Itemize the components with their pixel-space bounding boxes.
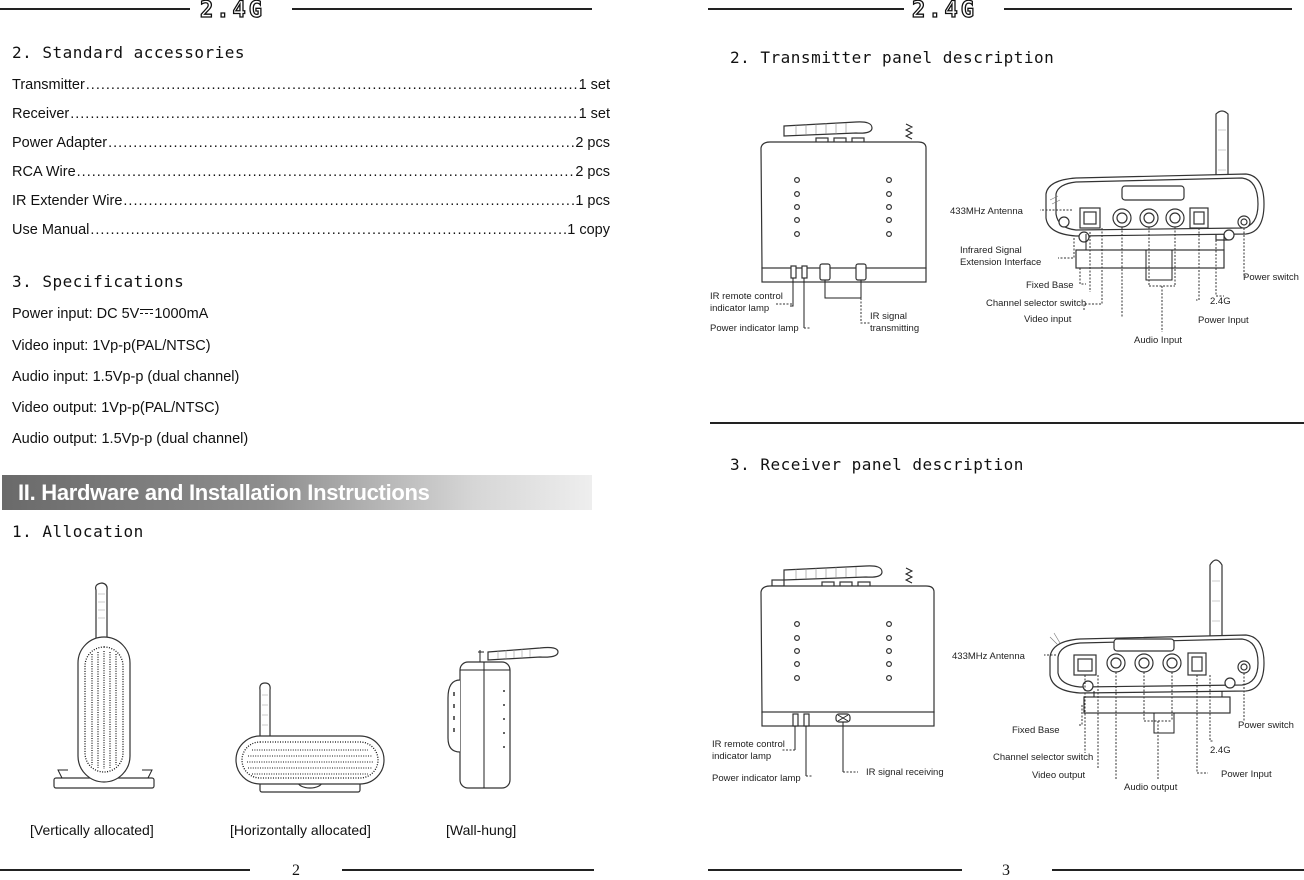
dc-symbol: [140, 309, 154, 319]
spec-line: Audio input: 1.5Vp-p (dual channel): [12, 369, 240, 385]
footer-rule: [0, 869, 250, 871]
svg-text:Power switch: Power switch: [1238, 720, 1294, 731]
caption-horizontal: [Horizontally allocated]: [230, 822, 371, 838]
receiver-front-diagram: [760, 565, 935, 777]
accessory-row: Use Manual..............................…: [12, 222, 610, 238]
svg-text:2.4G: 2.4G: [1210, 745, 1231, 756]
accessory-row: Receiver................................…: [12, 106, 610, 122]
svg-text:Infrared Signal: Infrared Signal: [960, 245, 1022, 256]
accessory-row: Power Adapter...........................…: [12, 135, 610, 151]
svg-text:Video input: Video input: [1024, 314, 1072, 325]
svg-text:Fixed Base: Fixed Base: [1012, 725, 1060, 736]
allocation-heading: 1. Allocation: [12, 522, 144, 541]
accessory-row: IR Extender Wire........................…: [12, 193, 610, 209]
svg-text:433MHz Antenna: 433MHz Antenna: [950, 206, 1024, 217]
svg-text:IR signal receiving: IR signal receiving: [866, 767, 944, 778]
caption-vertical: [Vertically allocated]: [30, 822, 154, 838]
wall-hung-device-illustration: [447, 646, 559, 789]
spec-line: Video input: 1Vp-p(PAL/NTSC): [12, 338, 211, 354]
svg-text:433MHz Antenna: 433MHz Antenna: [952, 651, 1026, 662]
transmitter-front-labels: IR remote control indicator lamp Power i…: [710, 291, 919, 334]
transmitter-heading: 2. Transmitter panel description: [730, 48, 1055, 67]
svg-text:transmitting: transmitting: [870, 323, 919, 334]
svg-text:IR remote control: IR remote control: [710, 291, 783, 302]
receiver-front-labels: IR remote control indicator lamp Power i…: [712, 739, 944, 784]
header-rule: [1004, 8, 1292, 10]
svg-text:Power Input: Power Input: [1221, 769, 1272, 780]
svg-text:Power switch: Power switch: [1243, 272, 1299, 283]
svg-text:Video output: Video output: [1032, 770, 1086, 781]
spec-line: Video output: 1Vp-p(PAL/NTSC): [12, 400, 220, 416]
page-number: 2: [292, 862, 300, 879]
svg-text:indicator lamp: indicator lamp: [712, 751, 771, 762]
receiver-rear-diagram: 433MHz Antenna Fixed Base Channel select…: [952, 559, 1294, 793]
svg-text:Extension Interface: Extension Interface: [960, 257, 1041, 268]
right-page: 2.4G 2. Transmitter panel description IR…: [706, 0, 1304, 879]
caption-wall-hung: [Wall-hung]: [446, 822, 517, 838]
svg-text:indicator lamp: indicator lamp: [710, 303, 769, 314]
svg-text:Audio output: Audio output: [1124, 782, 1178, 793]
header-rule: [0, 8, 190, 10]
svg-text:Audio Input: Audio Input: [1134, 335, 1182, 346]
section-divider: [710, 422, 1304, 424]
footer-rule: [1052, 869, 1304, 871]
accessory-row: Transmitter.............................…: [12, 77, 610, 93]
header-rule: [292, 8, 592, 10]
spec-power-input: Power input: DC 5V 1000mA: [12, 306, 209, 322]
transmitter-front-diagram: [760, 121, 927, 329]
section-banner: II. Hardware and Installation Instructio…: [2, 475, 592, 510]
header-rule: [708, 8, 904, 10]
vertical-device-illustration: [53, 582, 155, 789]
receiver-heading: 3. Receiver panel description: [730, 455, 1024, 474]
svg-text:IR remote control: IR remote control: [712, 739, 785, 750]
specifications-heading: 3. Specifications: [12, 272, 185, 291]
horizontal-device-illustration: [235, 682, 385, 793]
banner-title: II. Hardware and Installation Instructio…: [18, 480, 430, 505]
spec-line: Audio output: 1.5Vp-p (dual channel): [12, 431, 249, 447]
svg-text:Fixed Base: Fixed Base: [1026, 280, 1074, 291]
svg-text:Power indicator lamp: Power indicator lamp: [710, 323, 799, 334]
accessory-row: RCA Wire................................…: [12, 164, 610, 180]
svg-text:2.4G: 2.4G: [1210, 296, 1231, 307]
brand-logo: 2.4G: [199, 0, 265, 23]
page-number: 3: [1002, 862, 1010, 879]
svg-text:Power Input: Power Input: [1198, 315, 1249, 326]
accessories-heading: 2. Standard accessories: [12, 43, 246, 62]
svg-text:Power indicator lamp: Power indicator lamp: [712, 773, 801, 784]
svg-text:IR signal: IR signal: [870, 311, 907, 322]
svg-text:Channel selector switch: Channel selector switch: [986, 298, 1086, 309]
brand-logo: 2.4G: [911, 0, 977, 23]
footer-rule: [342, 869, 594, 871]
left-page: 2.4G 2. Standard accessories Transmitter…: [0, 0, 610, 879]
footer-rule: [708, 869, 962, 871]
svg-text:Channel selector switch: Channel selector switch: [993, 752, 1093, 763]
transmitter-rear-diagram: 433MHz Antenna Infrared Signal Extension…: [950, 110, 1299, 346]
